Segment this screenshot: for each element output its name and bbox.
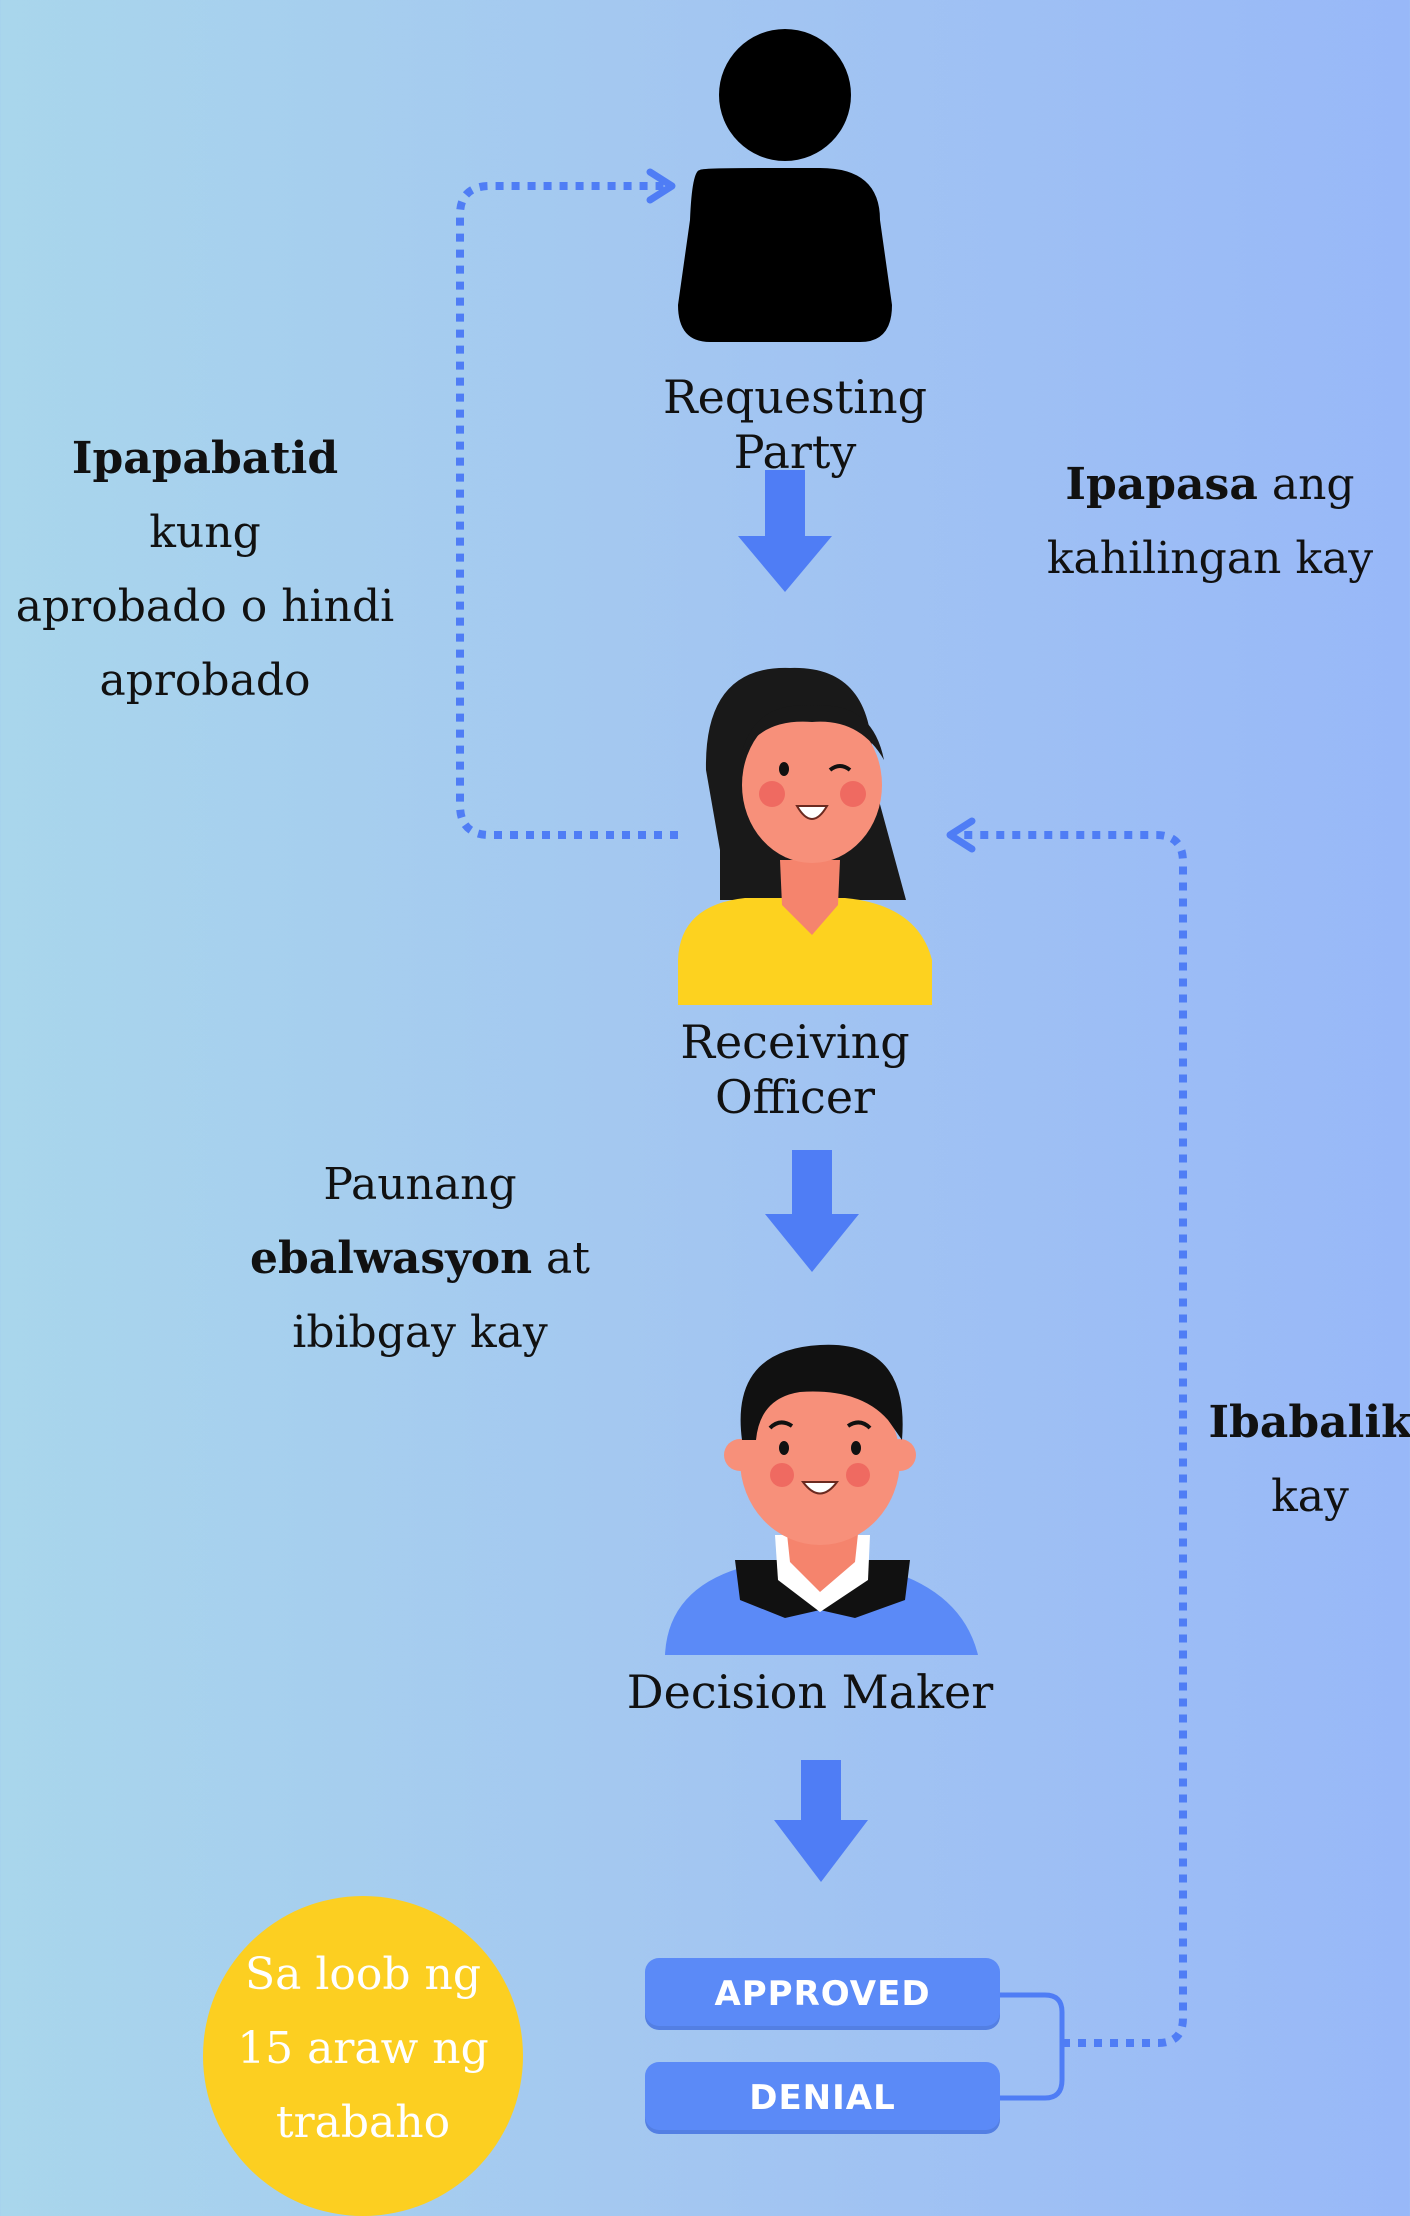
notify-bold: Ipapabatid (71, 433, 339, 484)
deadline-line3: trabaho (275, 2096, 451, 2148)
arrow-decision-to-outcome (774, 1760, 868, 1882)
evaluate-line1: Paunang (323, 1159, 517, 1210)
receiving-officer-label: Receiving Officer (680, 1015, 910, 1125)
forward-bold: Ipapasa (1065, 459, 1258, 510)
evaluate-line3: ibibgay kay (292, 1306, 548, 1358)
return-arrowhead (946, 817, 976, 853)
notify-line1-rest: kung (149, 506, 261, 558)
decision-maker-label: Decision Maker (626, 1665, 994, 1719)
notify-line3: aprobado (99, 654, 311, 706)
arrow-receiving-to-decision (765, 1150, 859, 1272)
arrow-requesting-to-receiving (738, 470, 832, 592)
evaluate-note: Paunang ebalwasyon at ibibgay kay (230, 1148, 610, 1370)
deadline-badge: Sa loob ng 15 araw ng trabaho (203, 1896, 523, 2216)
notify-arrowhead (646, 168, 676, 204)
forward-note: Ipapasa ang kahilingan kay (1020, 448, 1400, 596)
deadline-line2: 15 araw ng (237, 2022, 489, 2074)
receiving-officer-icon (678, 667, 932, 1005)
denial-pill: DENIAL (645, 2062, 1000, 2134)
forward-line1-rest: ang (1257, 459, 1355, 510)
forward-line2: kahilingan kay (1046, 532, 1374, 584)
notify-line2: aprobado o hindi (15, 580, 395, 632)
return-note: Ibabalik kay (1200, 1386, 1410, 1534)
evaluate-line2-rest: at (532, 1232, 590, 1284)
requesting-party-icon (678, 29, 892, 342)
notify-note: Ipapabatid kung aprobado o hindi aprobad… (10, 422, 400, 718)
deadline-line1: Sa loob ng (244, 1949, 482, 2000)
approved-pill: APPROVED (645, 1958, 1000, 2030)
outcome-bracket (1000, 1992, 1065, 2101)
decision-maker-icon (665, 1344, 978, 1655)
notify-loop-connector (456, 182, 678, 839)
return-line2: kay (1271, 1470, 1349, 1522)
requesting-party-label: Requesting Party (662, 370, 928, 480)
return-bold: Ibabalik (1208, 1397, 1410, 1448)
evaluate-bold: ebalwasyon (250, 1232, 533, 1284)
